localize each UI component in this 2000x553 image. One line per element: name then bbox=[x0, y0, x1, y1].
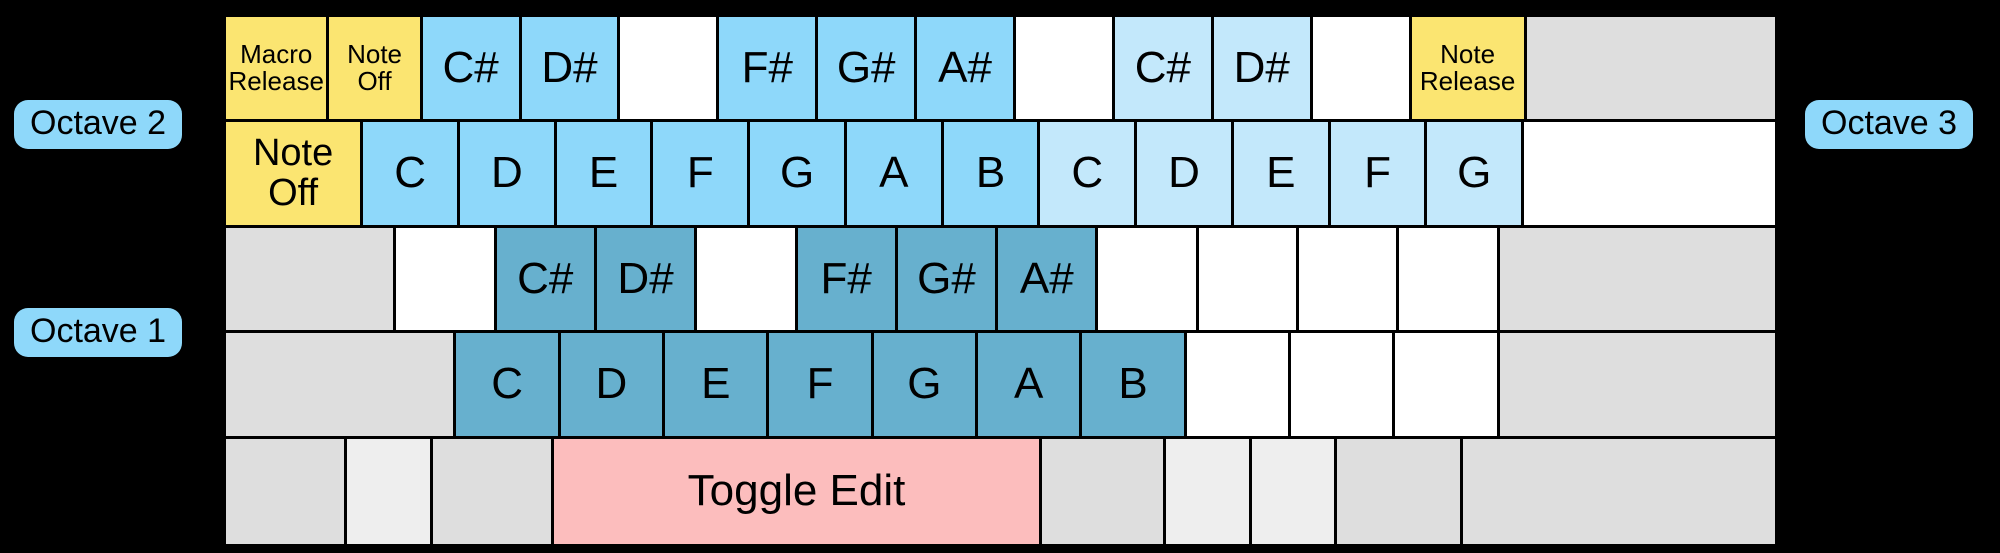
key-f-sharp[interactable]: F# bbox=[797, 227, 898, 334]
key-blank bbox=[432, 438, 555, 544]
key-blank bbox=[1499, 227, 1775, 334]
key-a-sharp[interactable]: A# bbox=[917, 17, 1017, 123]
key-blank bbox=[1524, 122, 1775, 228]
key-blank bbox=[1499, 333, 1775, 439]
key-blank bbox=[620, 17, 720, 123]
key-blank bbox=[1098, 227, 1199, 334]
key-g[interactable]: G bbox=[750, 122, 847, 228]
octave-3-label: Octave 3 bbox=[1805, 100, 1974, 149]
key-blank bbox=[1198, 227, 1300, 334]
key-blank bbox=[1016, 17, 1115, 123]
key-blank bbox=[1041, 438, 1167, 544]
key-f[interactable]: F bbox=[653, 122, 751, 228]
key-blank bbox=[1291, 333, 1396, 439]
key-c-sharp[interactable]: C# bbox=[496, 227, 597, 334]
key-g[interactable]: G bbox=[873, 333, 979, 439]
key-d-sharp[interactable]: D# bbox=[521, 17, 621, 123]
key-e[interactable]: E bbox=[665, 333, 770, 439]
key-blank bbox=[1462, 438, 1775, 544]
key-blank bbox=[1526, 17, 1775, 123]
key-note-release[interactable]: Note Release bbox=[1411, 17, 1527, 123]
key-d-sharp[interactable]: D# bbox=[596, 227, 698, 334]
octave-2-label: Octave 2 bbox=[14, 100, 183, 149]
key-g-sharp[interactable]: G# bbox=[897, 227, 999, 334]
key-f[interactable]: F bbox=[1330, 122, 1428, 228]
key-d[interactable]: D bbox=[560, 333, 666, 439]
key-b[interactable]: B bbox=[943, 122, 1041, 228]
key-blank bbox=[396, 227, 497, 334]
key-macro-release[interactable]: Macro Release bbox=[226, 17, 330, 123]
key-blank bbox=[1312, 17, 1412, 123]
key-b[interactable]: B bbox=[1082, 333, 1187, 439]
key-c[interactable]: C bbox=[1040, 122, 1138, 228]
key-blank bbox=[226, 438, 348, 544]
key-g-sharp[interactable]: G# bbox=[818, 17, 918, 123]
key-blank bbox=[1166, 438, 1252, 544]
key-f-sharp[interactable]: F# bbox=[719, 17, 819, 123]
key-blank bbox=[1395, 333, 1500, 439]
key-blank bbox=[1337, 438, 1463, 544]
key-a[interactable]: A bbox=[978, 333, 1083, 439]
key-d[interactable]: D bbox=[1137, 122, 1234, 228]
key-blank bbox=[1186, 333, 1291, 439]
key-a-sharp[interactable]: A# bbox=[998, 227, 1099, 334]
key-blank bbox=[1299, 227, 1400, 334]
key-blank bbox=[226, 333, 457, 439]
key-note-off[interactable]: Note Off bbox=[226, 122, 364, 228]
key-c-sharp[interactable]: C# bbox=[1114, 17, 1214, 123]
row-5-modifiers: Toggle Edit bbox=[226, 438, 1775, 544]
row-3-sharps-octave1: C#D# F#G#A# bbox=[226, 227, 1775, 334]
key-c[interactable]: C bbox=[456, 333, 561, 439]
key-e[interactable]: E bbox=[1233, 122, 1331, 228]
key-blank bbox=[1399, 227, 1500, 334]
key-d[interactable]: D bbox=[459, 122, 557, 228]
key-d-sharp[interactable]: D# bbox=[1213, 17, 1313, 123]
key-blank bbox=[697, 227, 798, 334]
key-blank bbox=[1251, 438, 1338, 544]
key-e[interactable]: E bbox=[556, 122, 654, 228]
key-f[interactable]: F bbox=[769, 333, 874, 439]
key-c-sharp[interactable]: C# bbox=[422, 17, 522, 123]
key-note-off[interactable]: Note Off bbox=[329, 17, 423, 123]
key-c[interactable]: C bbox=[363, 122, 460, 228]
octave-1-label: Octave 1 bbox=[14, 308, 183, 357]
key-toggle-edit[interactable]: Toggle Edit bbox=[554, 438, 1042, 544]
key-a[interactable]: A bbox=[846, 122, 944, 228]
key-blank bbox=[226, 227, 397, 334]
key-g[interactable]: G bbox=[1427, 122, 1525, 228]
key-blank bbox=[347, 438, 433, 544]
